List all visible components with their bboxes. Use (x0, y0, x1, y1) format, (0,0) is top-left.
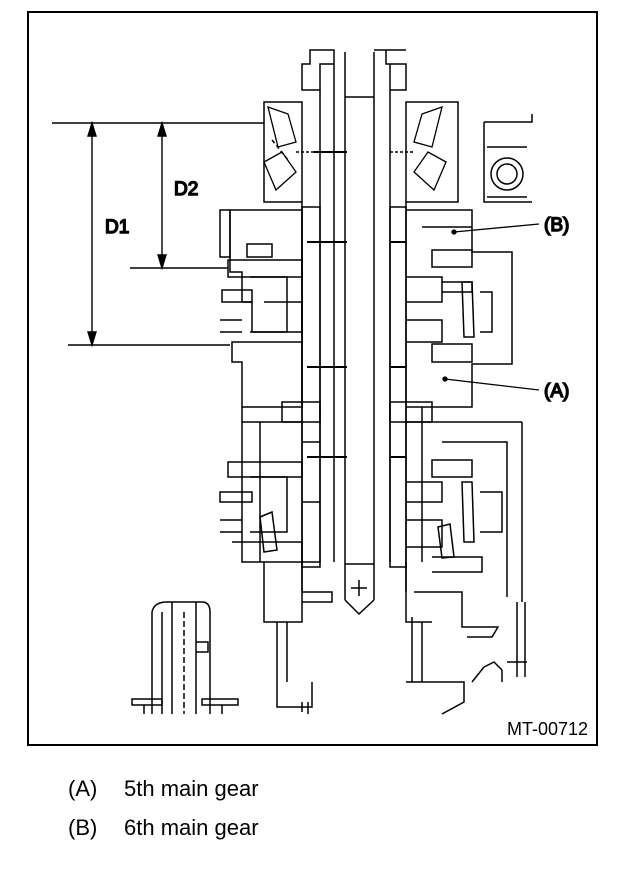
legend-key: (A) (68, 776, 98, 801)
dimension-label-d1: D1 (105, 217, 129, 238)
legend-item-b: (B) 6th main gear (68, 815, 259, 841)
gearbox-cross-section: D1 D2 (B) (A) (52, 49, 570, 715)
callout-label-b: (B) (544, 215, 569, 236)
lower-left-part (131, 601, 239, 714)
callout-label-a: (A) (544, 381, 569, 402)
main-shaft (344, 52, 375, 616)
legend-item-a: (A) 5th main gear (68, 776, 259, 802)
diagram-frame: D1 D2 (B) (A) MT-00712 (27, 11, 598, 746)
legend-text: 5th main gear (124, 776, 259, 801)
callout-leaders (442, 223, 540, 391)
legend-text: 6th main gear (124, 815, 259, 840)
figure-id: MT-00712 (506, 719, 588, 739)
dimension-label-d2: D2 (174, 179, 198, 200)
right-half (374, 49, 533, 715)
legend-key: (B) (68, 815, 98, 840)
left-half (219, 49, 347, 714)
dimension-lines (52, 120, 264, 348)
